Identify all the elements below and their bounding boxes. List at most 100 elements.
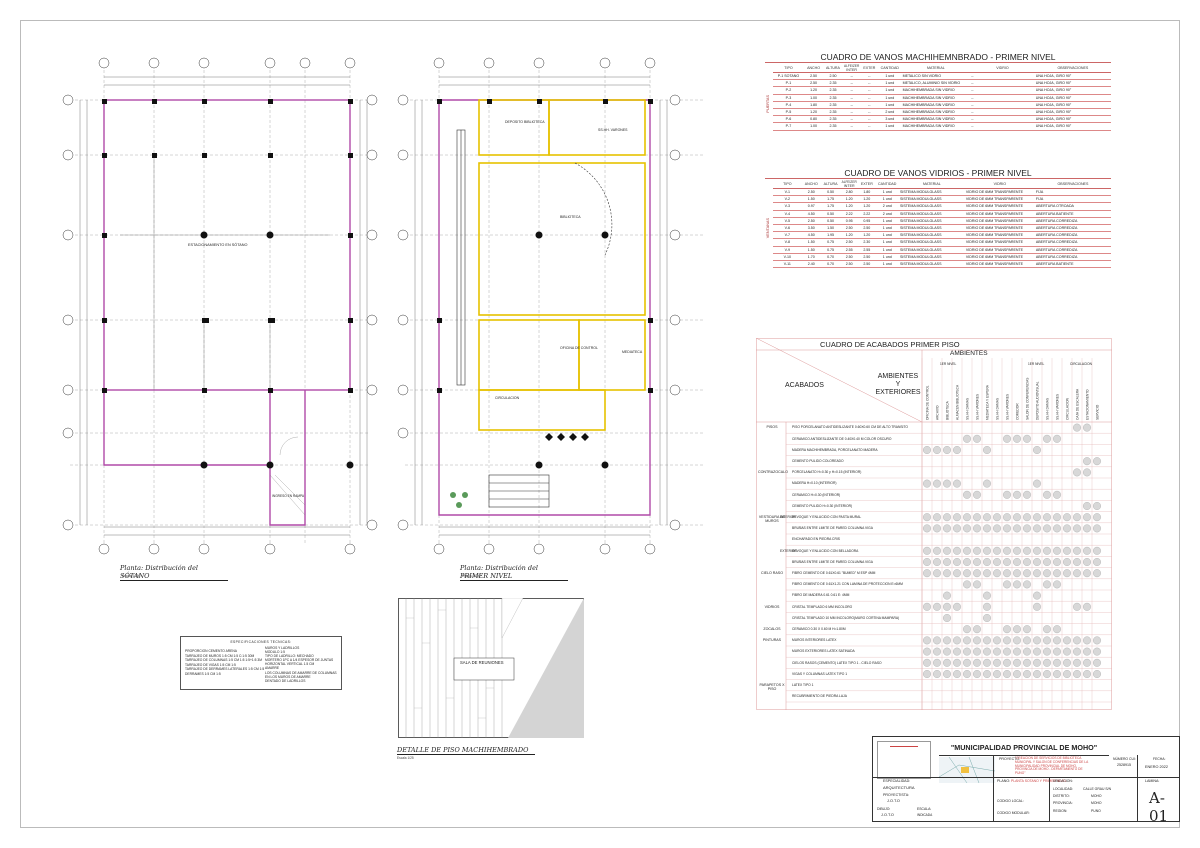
table-cell: 1.75 [820, 195, 841, 204]
table-header: TIPO [773, 180, 802, 189]
table-cell: 1.20 [840, 202, 859, 211]
table-cell: 3 und [878, 115, 902, 124]
level1-label: 1ER NIVEL [940, 362, 957, 366]
table-header: MATERIAL [898, 180, 965, 189]
finish-dot [1063, 670, 1071, 678]
table-cell: V-10 [773, 253, 802, 261]
table-cell: ABERTURA CORREDIZA [1034, 238, 1111, 247]
finish-dot [983, 658, 991, 667]
finish-dot [1003, 580, 1011, 589]
table-cell: -- [842, 94, 861, 102]
finish-item: REVOQUE Y ENLUCIDO CON PASTA MURAL [792, 515, 862, 519]
finish-dot [1073, 468, 1081, 477]
room-deposito: DEPOSITO BIBLIOTECA [505, 120, 545, 124]
finish-dot [1063, 546, 1071, 555]
room-column-label: SS.HH VARONES [1006, 394, 1010, 420]
finish-dot [1043, 658, 1051, 667]
finish-dot [933, 602, 941, 611]
finish-dot [1033, 658, 1041, 667]
table-cell: 0.75 [820, 238, 841, 247]
region-value: PUNO [1091, 809, 1101, 813]
finish-dot [973, 524, 981, 533]
finish-item: CIELOS RASOS (CEMENTO) LATEX TIPO 1 - CI… [792, 660, 882, 665]
finish-dot [1073, 658, 1081, 667]
finish-dot [1063, 569, 1071, 578]
table-cell: -- [970, 86, 1035, 95]
ventanas-label: VENTANAS [766, 218, 770, 239]
table-cell: 1 und [878, 79, 902, 88]
first-floor-scale: Escala 1:100 [462, 574, 481, 578]
finish-dot [983, 524, 991, 533]
table-cell: VIDRIO DE 6MM TRANSPARENTE [964, 202, 1035, 211]
table-cell: -- [842, 101, 861, 109]
finish-dot [1053, 580, 1061, 589]
vanos-machi-title: CUADRO DE VANOS MACHIHEMNBRADO - PRIMER … [820, 52, 1056, 62]
finish-dot [943, 546, 951, 555]
table-cell: 1 und [878, 101, 902, 109]
table-cell: -- [860, 79, 879, 88]
lamina-label: LAMINA: [1145, 779, 1160, 783]
table-cell: VIDRIO DE 6MM TRANSPARENTE [964, 188, 1035, 197]
table-cell: P-1 [773, 79, 804, 88]
finish-group: PINTURAS [762, 638, 782, 643]
finish-group: VESTIDURA DE MUROS [758, 515, 786, 523]
finish-dot [973, 434, 981, 443]
finish-dot [1053, 670, 1061, 678]
specs-right: MUROS Y LADRILLOS MODULO 1:5 TIPO DE LAD… [265, 646, 337, 683]
finish-dot [963, 569, 971, 578]
table-cell: V-1 [773, 188, 802, 197]
table-cell: 0.50 [820, 188, 841, 197]
finish-dot [1013, 490, 1021, 499]
finish-dot [1023, 625, 1031, 634]
finish-dot [953, 658, 961, 667]
finish-dot [1073, 423, 1081, 432]
finish-dot [953, 546, 961, 555]
codigo-modular-label: CODIGO MODULAR: [997, 811, 1030, 815]
table-cell: 2.55 [858, 246, 876, 254]
codigo-local-label: CODIGO LOCAL: [997, 799, 1024, 803]
finish-item: REVOQUE Y ENLUCIDO CON BELLADORA [792, 548, 859, 553]
finish-dot [953, 558, 961, 566]
finish-dot [1003, 625, 1011, 634]
table-cell: 1.50 [801, 246, 821, 254]
table-cell: ABERTURA CORREDIZA [1034, 253, 1111, 261]
room-circulacion: CIRCULACION [495, 396, 520, 400]
table-cell: 1 und [875, 253, 899, 261]
spec-line: MUROS Y LADRILLOS [265, 646, 300, 650]
finish-dot [1093, 647, 1101, 656]
finish-dot [933, 479, 941, 488]
table-cell: -- [970, 94, 1035, 102]
table-cell: 1 und [875, 217, 899, 225]
table-cell: SISTEMA MODULGLASS [898, 195, 965, 204]
finish-dot [1023, 513, 1031, 522]
finish-dot [953, 446, 961, 454]
room-column-label: ESTACIONAMIENTO [1086, 389, 1090, 420]
table-cell: SISTEMA MODULGLASS [898, 246, 965, 254]
finish-dot [1033, 524, 1041, 533]
table-cell: FIJA [1034, 188, 1111, 197]
floor-detail-drawing [398, 598, 584, 738]
table-cell: VIDRIO DE 6MM TRANSPARENTE [964, 260, 1035, 269]
finish-dot [1013, 580, 1021, 589]
finish-dot [1073, 569, 1081, 578]
finish-dot [933, 647, 941, 656]
finish-dot [923, 670, 931, 678]
finish-dot [1053, 625, 1061, 634]
finish-dot [983, 546, 991, 555]
finish-dot [1013, 636, 1021, 645]
detail-caption: DETALLE DE PISO MACHIHEMBRADO [397, 746, 535, 755]
finish-dot [1043, 636, 1051, 645]
finish-dot [1083, 513, 1091, 522]
plano-text: PLANTA SOTANO Y PRIMER NIVEL [1011, 779, 1067, 783]
sheet-border [20, 20, 1180, 828]
finish-dot [1053, 658, 1061, 667]
table-cell: V-8 [773, 238, 802, 247]
amb-ext-label: AMBIENTES Y EXTERIORES [875, 373, 921, 396]
table-cell: -- [970, 122, 1035, 131]
table-cell: V-2 [773, 195, 802, 204]
finish-dot [963, 558, 971, 566]
